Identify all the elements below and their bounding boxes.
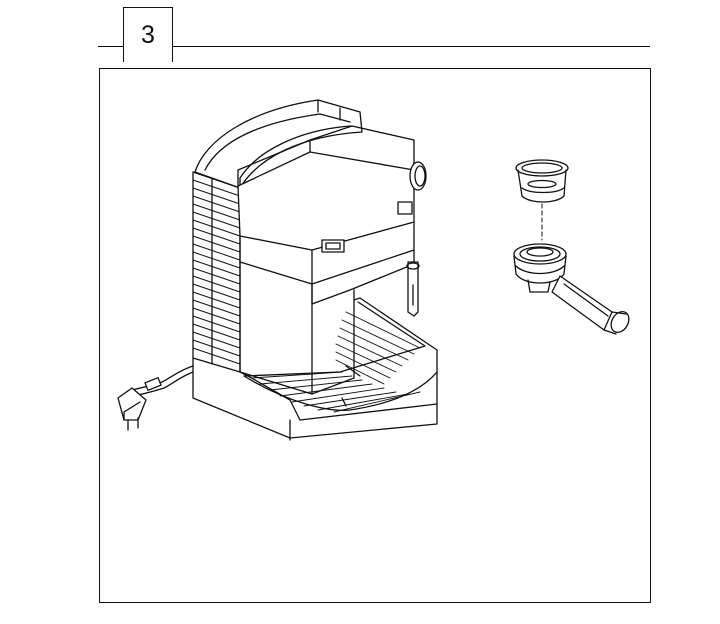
step-number: 3 — [141, 20, 155, 49]
power-plug-icon — [117, 387, 147, 431]
portafilter-icon — [513, 243, 630, 335]
filter-basket-icon — [515, 159, 569, 203]
step-number-box: 3 — [123, 7, 173, 62]
header-rule — [98, 46, 123, 47]
header-rule — [173, 46, 650, 47]
figure-frame — [99, 68, 651, 603]
espresso-machine-icon — [131, 99, 438, 441]
